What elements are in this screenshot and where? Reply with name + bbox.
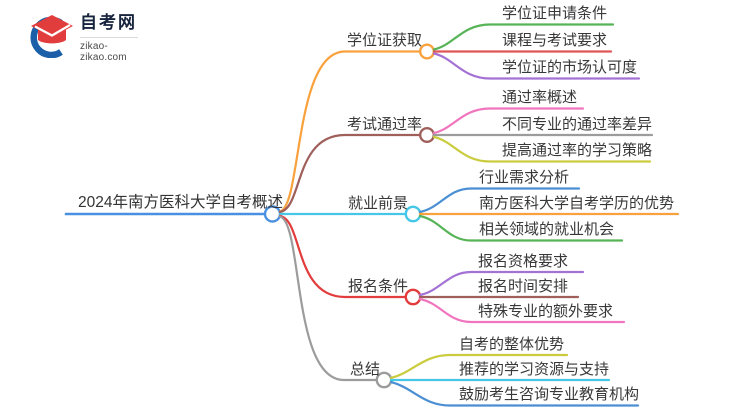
logo-divider bbox=[80, 37, 138, 38]
site-url: zikao-zikao.com bbox=[80, 41, 127, 63]
subtopic-label-course-exam-req[interactable]: 课程与考试要求 bbox=[502, 32, 608, 49]
branch-label-pass-rate[interactable]: 考试通过率 bbox=[347, 116, 423, 133]
subtopic-label-resources-support[interactable]: 推荐的学习资源与支持 bbox=[459, 361, 610, 378]
branch-curve-summary bbox=[278, 215, 378, 382]
site-name: 自考网 bbox=[80, 13, 137, 32]
subtopic-label-schedule[interactable]: 报名时间安排 bbox=[478, 278, 569, 295]
child-curve-overall-advantages bbox=[389, 353, 569, 380]
subtopic-label-consult-institutions[interactable]: 鼓励考生咨询专业教育机构 bbox=[459, 386, 640, 403]
child-curve-market-recognition bbox=[432, 52, 641, 80]
child-curve-job-opportunities bbox=[418, 214, 624, 242]
branch-toggle-pass-rate[interactable] bbox=[419, 126, 436, 143]
child-curve-industry-demand bbox=[418, 187, 581, 214]
child-curve-pass-rate-overview bbox=[432, 107, 585, 135]
child-curve-qualification-req bbox=[418, 270, 585, 297]
subtopic-label-apply-conditions[interactable]: 学位证申请条件 bbox=[502, 5, 608, 22]
subtopic-label-market-recognition[interactable]: 学位证的市场认可度 bbox=[502, 59, 638, 76]
subtopic-label-degree-advantage[interactable]: 南方医科大学自考学历的优势 bbox=[479, 195, 675, 212]
subtopic-label-industry-demand[interactable]: 行业需求分析 bbox=[479, 169, 570, 186]
branch-curve-degree-cert bbox=[278, 50, 422, 213]
child-curve-study-strategies bbox=[432, 135, 652, 163]
logo-cap-trim bbox=[34, 24, 71, 37]
branch-curve-pass-rate bbox=[278, 133, 422, 214]
subtopic-label-special-requirements[interactable]: 特殊专业的额外要求 bbox=[478, 303, 614, 320]
logo-cap-base bbox=[38, 29, 66, 44]
graduation-cap-icon bbox=[30, 15, 73, 58]
child-curve-consult-institutions bbox=[389, 380, 640, 407]
child-curve-special-requirements bbox=[418, 297, 626, 324]
branch-label-summary[interactable]: 总结 bbox=[350, 361, 381, 378]
subtopic-label-study-strategies[interactable]: 提高通过率的学习策略 bbox=[502, 142, 653, 159]
subtopic-label-job-opportunities[interactable]: 相关领域的就业机会 bbox=[479, 221, 615, 238]
branch-label-registration[interactable]: 报名条件 bbox=[348, 278, 409, 295]
root-node-label[interactable]: 2024年南方医科大学自考概述 bbox=[78, 194, 283, 211]
child-curve-apply-conditions bbox=[432, 23, 615, 51]
branch-toggle-degree-cert[interactable] bbox=[419, 43, 436, 60]
subtopic-label-overall-advantages[interactable]: 自考的整体优势 bbox=[459, 336, 565, 353]
branch-label-career-prospects[interactable]: 就业前景 bbox=[348, 195, 409, 212]
branch-label-degree-cert[interactable]: 学位证获取 bbox=[347, 32, 423, 49]
branch-curve-registration bbox=[278, 214, 407, 299]
subtopic-label-pass-rate-overview[interactable]: 通过率概述 bbox=[502, 89, 578, 106]
subtopic-label-qualification-req[interactable]: 报名资格要求 bbox=[478, 253, 569, 270]
subtopic-label-pass-rate-differences[interactable]: 不同专业的通过率差异 bbox=[502, 116, 653, 133]
